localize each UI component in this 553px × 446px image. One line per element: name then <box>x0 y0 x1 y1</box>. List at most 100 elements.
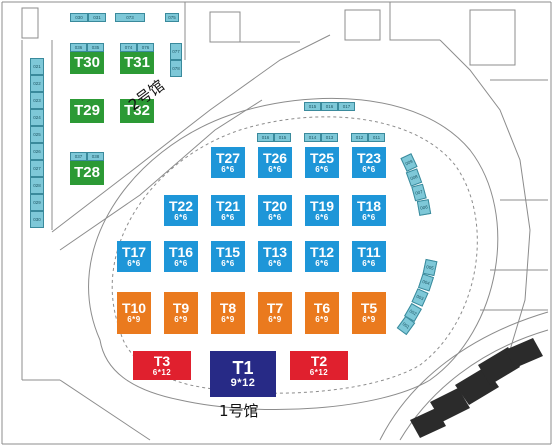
booth-size: 9*12 <box>230 376 256 389</box>
booth-t7[interactable]: T7 6*9 <box>258 292 292 334</box>
booth-t21[interactable]: T21 6*6 <box>211 195 245 226</box>
stall-021[interactable]: 021 <box>30 58 44 75</box>
booth-size: 6*6 <box>315 212 329 222</box>
stall-030[interactable]: 030 <box>70 13 88 22</box>
booth-code: T7 <box>266 300 284 317</box>
booth-code: T25 <box>309 149 335 166</box>
stall-037[interactable]: 037 <box>70 152 87 161</box>
booth-size: 6*9 <box>268 315 282 325</box>
booth-t30[interactable]: T30 <box>70 52 104 74</box>
booth-t27[interactable]: T27 6*6 <box>211 147 245 178</box>
stall-023[interactable]: 023 <box>30 92 44 109</box>
booth-code: T1 <box>232 357 254 378</box>
booth-t17[interactable]: T17 6*6 <box>117 241 151 272</box>
booth-t10[interactable]: T10 6*9 <box>117 292 151 334</box>
booth-t20[interactable]: T20 6*6 <box>258 195 292 226</box>
stall-015b[interactable]: 015 <box>274 133 291 142</box>
booth-size: 6*9 <box>127 315 141 325</box>
stall-036[interactable]: 036 <box>70 43 87 52</box>
stall-029[interactable]: 029 <box>30 194 44 211</box>
booth-code: T11 <box>357 243 381 260</box>
stall-024[interactable]: 024 <box>30 109 44 126</box>
stall-022[interactable]: 022 <box>30 75 44 92</box>
stall-028[interactable]: 028 <box>30 177 44 194</box>
booth-code: T6 <box>313 300 331 317</box>
stall-038[interactable]: 038 <box>87 152 104 161</box>
booth-code: T12 <box>309 243 335 260</box>
booth-t11[interactable]: T11 6*6 <box>352 241 386 272</box>
stall-074[interactable]: 074 <box>120 43 137 52</box>
booth-t3[interactable]: T3 6*12 <box>133 351 191 380</box>
booth-size: 6*6 <box>174 258 188 268</box>
booth-t5[interactable]: T5 6*9 <box>352 292 386 334</box>
booth-size: 6*6 <box>268 164 282 174</box>
booth-t18[interactable]: T18 6*6 <box>352 195 386 226</box>
stall-027[interactable]: 027 <box>30 160 44 177</box>
booth-t28[interactable]: T28 <box>70 161 104 185</box>
booth-size: 6*9 <box>174 315 188 325</box>
booth-code: T19 <box>309 197 335 214</box>
booth-t29[interactable]: T29 <box>70 99 104 123</box>
booth-code: T16 <box>168 243 194 260</box>
booth-code: T18 <box>356 197 382 214</box>
booth-code: T13 <box>262 243 288 260</box>
booth-t13[interactable]: T13 6*6 <box>258 241 292 272</box>
booth-code: T22 <box>168 197 194 214</box>
stall-012[interactable]: 012 <box>351 133 368 142</box>
booth-size: 6*6 <box>268 212 282 222</box>
booth-code: T10 <box>121 300 147 317</box>
booth-t19[interactable]: T19 6*6 <box>305 195 339 226</box>
booth-size: 6*12 <box>309 367 329 377</box>
stall-075[interactable]: 075 <box>165 13 179 22</box>
hall-1-label: 1号馆 <box>219 402 259 420</box>
booth-t16[interactable]: T16 6*6 <box>164 241 198 272</box>
stall-076[interactable]: 076 <box>137 43 154 52</box>
stall-015a[interactable]: 015 <box>304 102 321 111</box>
booth-t8[interactable]: T8 6*9 <box>211 292 245 334</box>
booth-code: T21 <box>215 197 241 214</box>
booth-t25[interactable]: T25 6*6 <box>305 147 339 178</box>
booth-code: T15 <box>215 243 241 260</box>
stall-078[interactable]: 078 <box>170 60 182 77</box>
booth-t23[interactable]: T23 6*6 <box>352 147 386 178</box>
booth-size: 6*9 <box>315 315 329 325</box>
booth-size: 6*6 <box>221 258 235 268</box>
stall-011[interactable]: 011 <box>368 133 385 142</box>
stall-073[interactable]: 073 <box>115 13 145 22</box>
booth-size: 6*6 <box>362 258 376 268</box>
stall-014[interactable]: 014 <box>304 133 321 142</box>
booth-t15[interactable]: T15 6*6 <box>211 241 245 272</box>
booth-size: 6*6 <box>315 164 329 174</box>
booth-t2[interactable]: T2 6*12 <box>290 351 348 380</box>
stall-016a[interactable]: 016 <box>321 102 338 111</box>
stall-006[interactable]: 006 <box>416 199 432 216</box>
booth-code: T28 <box>74 164 100 182</box>
booth-t32[interactable]: T32 <box>120 99 154 123</box>
stall-077[interactable]: 077 <box>170 43 182 60</box>
booth-code: T8 <box>219 300 237 317</box>
booth-t31[interactable]: T31 <box>120 52 154 74</box>
booth-size: 6*9 <box>362 315 376 325</box>
stall-013[interactable]: 013 <box>321 133 338 142</box>
stall-026[interactable]: 026 <box>30 143 44 160</box>
booth-t22[interactable]: T22 6*6 <box>164 195 198 226</box>
stall-025[interactable]: 025 <box>30 126 44 143</box>
booth-code: T30 <box>74 54 100 72</box>
booth-code: T26 <box>262 149 288 166</box>
booth-code: T20 <box>262 197 288 214</box>
booth-t1[interactable]: T1 9*12 <box>210 351 276 397</box>
booth-t9[interactable]: T9 6*9 <box>164 292 198 334</box>
booth-size: 6*12 <box>152 367 172 377</box>
booth-t12[interactable]: T12 6*6 <box>305 241 339 272</box>
stall-030b[interactable]: 030 <box>30 211 44 228</box>
stall-017a[interactable]: 017 <box>338 102 355 111</box>
stall-035[interactable]: 035 <box>87 43 104 52</box>
booth-size: 6*6 <box>268 258 282 268</box>
booth-t26[interactable]: T26 6*6 <box>258 147 292 178</box>
stall-016b[interactable]: 016 <box>257 133 274 142</box>
stall-031[interactable]: 031 <box>88 13 106 22</box>
booth-t6[interactable]: T6 6*9 <box>305 292 339 334</box>
booth-size: 6*6 <box>315 258 329 268</box>
